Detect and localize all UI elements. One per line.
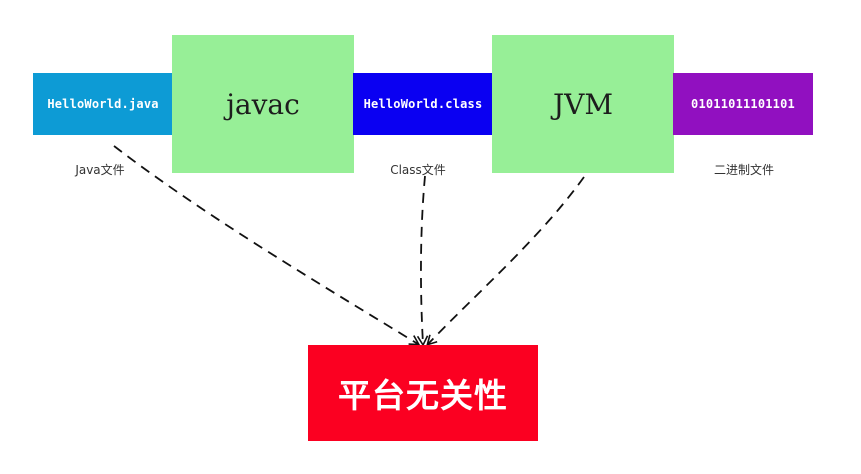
jvm-box: JVM [492, 35, 674, 173]
platform-independence-label: 平台无关性 [338, 376, 508, 415]
binary-label: 01011011101101 [691, 97, 795, 111]
java-source-box: HelloWorld.java [33, 73, 173, 135]
arrow-java-to-result [113, 145, 421, 346]
class-file-caption: Class文件 [390, 163, 446, 177]
jvm-label: JVM [552, 87, 614, 121]
arrow-jvm-to-result [426, 176, 585, 346]
javac-label: javac [226, 87, 300, 121]
java-source-label: HelloWorld.java [47, 97, 159, 111]
binary-box: 01011011101101 [673, 73, 813, 135]
class-file-label: HelloWorld.class [363, 97, 483, 111]
class-file-box: HelloWorld.class [353, 73, 493, 135]
platform-independence-box: 平台无关性 [308, 345, 538, 441]
arrow-class-to-result [416, 175, 429, 347]
binary-caption: 二进制文件 [713, 163, 774, 177]
javac-box: javac [172, 35, 354, 173]
java-source-caption: Java文件 [75, 163, 125, 177]
